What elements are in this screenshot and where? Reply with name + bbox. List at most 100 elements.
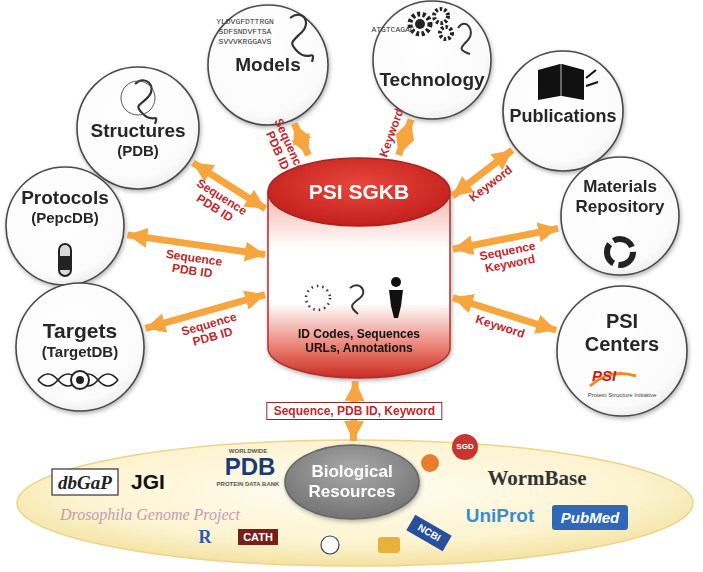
resource-circle: Targets(TargetDB) — [15, 282, 145, 412]
node-title: Publications — [509, 106, 616, 127]
node-shape — [373, 1, 491, 119]
logo-text: CATH — [243, 532, 273, 543]
node-title: Technology — [379, 69, 484, 91]
book-icon — [538, 64, 560, 100]
tube-icon — [59, 244, 71, 276]
node-title: Protocols — [21, 187, 109, 209]
edge-label: Keyword — [458, 157, 523, 211]
double-arrow — [452, 150, 512, 196]
ring-icon — [607, 239, 633, 265]
protein-ribbon — [290, 15, 313, 62]
double-arrow — [353, 381, 355, 441]
node-text-box: Structures(PDB) — [76, 66, 200, 190]
node-text-box: PSI SGKB ID Codes, Sequences URLs, Annota… — [268, 158, 450, 378]
node-text-box: Models — [207, 4, 329, 126]
logo-text: PDB — [225, 455, 276, 479]
node-shape — [16, 283, 144, 411]
node-text-box: Technology — [372, 0, 492, 120]
double-arrow — [453, 298, 556, 331]
node-title: Targets — [43, 319, 117, 343]
logo-text: UniProt — [466, 506, 535, 525]
logo-text: R — [199, 528, 212, 546]
logo-text: SGD — [456, 443, 473, 451]
logo-text: PROTEIN DATA BANK — [217, 481, 280, 487]
node-shape — [77, 67, 199, 189]
logo-text: NCBI — [416, 523, 442, 544]
edge-label: Sequence PDB ID — [156, 246, 231, 282]
edge-label: Sequence, PDB ID, Keyword — [267, 402, 442, 420]
node-shape — [208, 5, 328, 125]
gear-icon — [440, 27, 452, 39]
edge-label: Sequence Keyword — [472, 238, 548, 278]
resource-circle: Publications — [502, 50, 624, 172]
tube-icon — [59, 256, 71, 270]
node-text-box: Targets(TargetDB) — [15, 282, 145, 412]
logo-text: WormBase — [487, 468, 586, 489]
cylinder-top — [268, 158, 450, 226]
node-title: Models — [235, 54, 300, 76]
double-arrow — [127, 235, 265, 255]
resource-ellipse: Biological Resources — [284, 444, 420, 520]
node-subtitle: (TargetDB) — [42, 343, 118, 360]
gear-icon — [410, 14, 430, 34]
logo-frame — [52, 469, 118, 495]
logo-text: Drosophila Genome Project — [60, 507, 240, 523]
node-subtitle: (PDB) — [117, 142, 159, 159]
logo-frame — [421, 454, 439, 472]
person-icon — [389, 290, 403, 318]
target-icon — [71, 371, 89, 389]
logo-seal — [321, 536, 339, 554]
dna-icon — [38, 374, 118, 386]
logo-frame — [406, 515, 451, 552]
protein-ribbon — [135, 80, 156, 124]
node-shape — [557, 286, 687, 416]
double-arrow — [453, 228, 558, 249]
dna-icon — [38, 374, 118, 386]
logo-frame — [452, 434, 478, 460]
book-icon — [562, 64, 584, 100]
network-icon — [306, 286, 330, 310]
node-subtitle: ID Codes, Sequences URLs, Annotations — [284, 328, 434, 356]
target-icon — [76, 376, 84, 384]
book-icon — [560, 64, 562, 96]
node-subtitle: (PepcDB) — [31, 209, 99, 226]
node-text-box: Biological Resources — [284, 444, 420, 520]
edge-label: Sequence PDB ID — [172, 308, 248, 353]
node-title: PSI SGKB — [309, 180, 409, 204]
logo-text: WORLDWIDE — [229, 448, 267, 454]
node-outline — [372, 0, 492, 120]
double-arrow — [145, 295, 265, 329]
node-title: Structures — [90, 120, 185, 142]
logo-text: dbGaP — [58, 473, 112, 492]
gear-icon — [415, 19, 425, 29]
resource-circle: Protocols(PepcDB) — [5, 166, 125, 286]
structure-frame — [121, 81, 155, 115]
edge-label: Sequence PDB ID — [181, 172, 256, 233]
node-text-box: Protocols(PepcDB) — [5, 166, 125, 286]
logo-frame — [378, 537, 400, 553]
node-title: Materials Repository — [570, 177, 670, 216]
node-text-box: PSI Centers — [556, 285, 688, 417]
logo-frame — [552, 505, 628, 530]
logo-frame — [238, 529, 278, 545]
logo-swoosh — [590, 374, 636, 386]
gear-icon — [434, 9, 448, 23]
edge-label: Keyword — [464, 310, 537, 344]
node-shape — [561, 157, 679, 275]
logo-text: PubMed — [561, 510, 619, 525]
book-icon — [586, 70, 598, 86]
database-cylinder: PSI SGKB ID Codes, Sequences URLs, Annota… — [268, 158, 450, 378]
resource-band — [17, 440, 693, 566]
resource-circle: PSI Centers — [556, 285, 688, 417]
node-title: Biological Resources — [300, 462, 404, 501]
resource-circle: Structures(PDB) — [76, 66, 200, 190]
node-text-box: Materials Repository — [560, 156, 680, 276]
double-arrow — [294, 123, 308, 155]
node-shape — [503, 51, 623, 171]
double-arrow — [193, 163, 266, 209]
person-icon — [391, 277, 401, 287]
node-shape — [285, 445, 419, 519]
protein-ribbon — [350, 285, 363, 314]
node-text-box: Publications — [502, 50, 624, 172]
